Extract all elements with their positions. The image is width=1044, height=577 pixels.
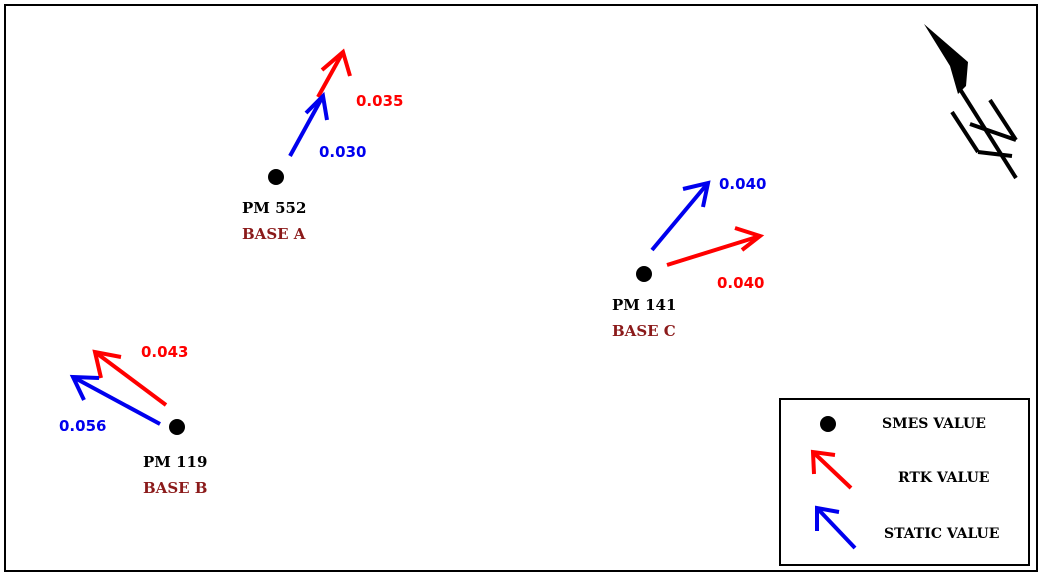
rtk-arrow-pm141 <box>666 226 765 267</box>
base-label-b: BASE B <box>143 479 208 497</box>
point-group-pm552 <box>268 48 352 185</box>
point-label-pm141: PM 141 <box>612 296 677 314</box>
point-group-pm141 <box>636 180 765 282</box>
legend-smes-dot <box>820 416 836 432</box>
base-label-c: BASE C <box>612 322 676 340</box>
north-arrow-icon <box>924 24 1018 180</box>
point-label-pm552: PM 552 <box>242 199 307 217</box>
legend-symbols <box>810 416 857 550</box>
point-group-pm119 <box>69 349 185 435</box>
static-value-pm119: 0.056 <box>59 417 107 435</box>
static-arrow-pm141 <box>650 180 711 252</box>
smes-point-pm141 <box>636 266 652 282</box>
rtk-value-pm119: 0.043 <box>141 343 189 361</box>
smes-point-pm552 <box>268 169 284 185</box>
legend: SMES VALUE RTK VALUE STATIC VALUE <box>779 398 1030 566</box>
rtk-arrow-pm552 <box>316 48 352 98</box>
legend-static-label: STATIC VALUE <box>884 526 1000 542</box>
legend-smes-label: SMES VALUE <box>882 416 986 432</box>
rtk-arrow-pm119 <box>92 349 168 407</box>
static-arrow-pm552 <box>288 91 329 157</box>
static-value-pm552: 0.030 <box>319 143 367 161</box>
point-label-pm119: PM 119 <box>143 453 208 471</box>
diagram-frame <box>4 4 1038 572</box>
legend-rtk-label: RTK VALUE <box>898 470 990 486</box>
static-value-pm141: 0.040 <box>719 175 767 193</box>
base-label-a: BASE A <box>242 225 306 243</box>
legend-static-arrow <box>815 505 857 550</box>
rtk-value-pm141: 0.040 <box>717 274 765 292</box>
static-arrow-pm119 <box>69 374 161 426</box>
legend-rtk-arrow <box>810 449 853 490</box>
smes-point-pm119 <box>169 419 185 435</box>
rtk-value-pm552: 0.035 <box>356 92 404 110</box>
